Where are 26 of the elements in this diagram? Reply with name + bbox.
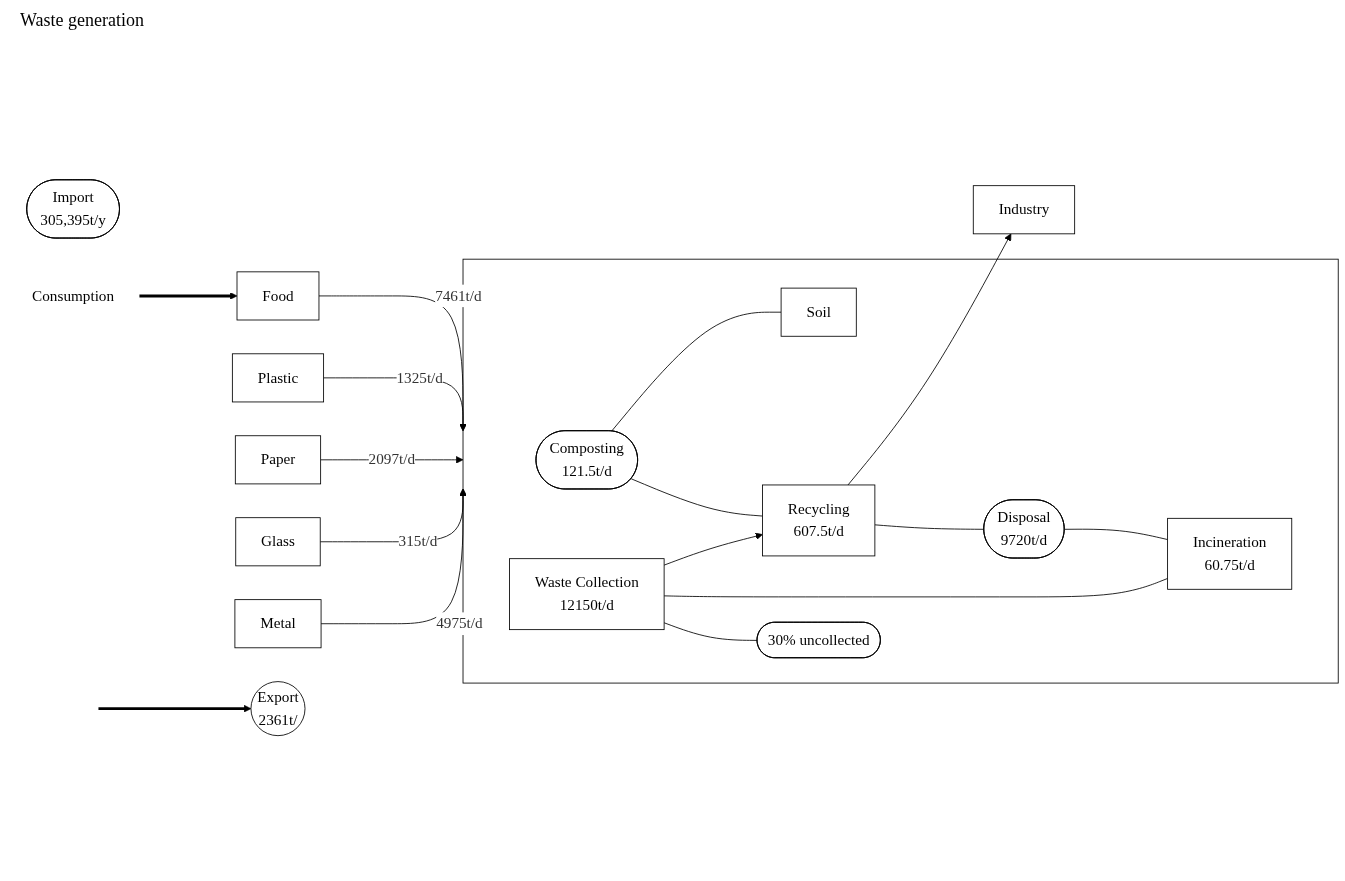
edge-label: 4975t/d bbox=[436, 614, 483, 632]
node-box: Plastic bbox=[231, 353, 325, 403]
connector bbox=[630, 478, 763, 517]
connector bbox=[663, 622, 758, 641]
arrow bbox=[139, 292, 238, 300]
node-box: Waste Collection 12150t/d bbox=[509, 558, 665, 630]
connector bbox=[874, 524, 985, 530]
arrow bbox=[98, 704, 252, 713]
connector bbox=[1064, 528, 1168, 540]
edge-label: 7461t/d bbox=[435, 286, 482, 304]
node-box: Paper bbox=[234, 435, 322, 485]
node-box: Incineration 60.75t/d bbox=[1167, 517, 1293, 590]
connector bbox=[663, 577, 1168, 598]
node-circle: Export 2361t/ bbox=[250, 680, 306, 736]
node-box: Recycling 607.5t/d bbox=[762, 484, 876, 557]
edge-label: 1325t/d bbox=[396, 368, 443, 386]
connector bbox=[611, 311, 782, 432]
node-text: Consumption bbox=[32, 286, 115, 304]
edge-label: 2097t/d bbox=[368, 450, 416, 468]
node-box: Food bbox=[236, 271, 320, 321]
note-text: Waste generation bbox=[20, 10, 144, 31]
node-box: Glass bbox=[235, 517, 321, 567]
edge-label: 315t/d bbox=[398, 532, 438, 550]
node-box: Soil bbox=[780, 287, 857, 337]
node-box: Metal bbox=[234, 599, 322, 648]
node-box: Industry bbox=[972, 185, 1076, 235]
